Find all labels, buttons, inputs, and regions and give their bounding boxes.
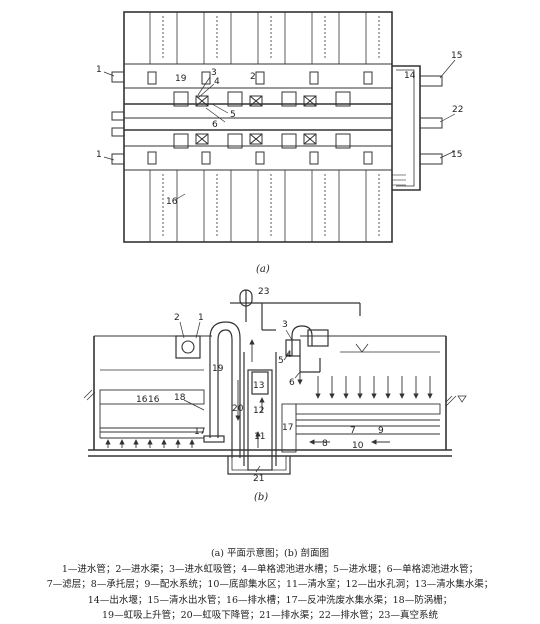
ground-marks — [83, 389, 467, 407]
section-label-16a: 16 — [136, 395, 148, 405]
section-label-18: 18 — [174, 393, 186, 403]
outlet-weir-channel — [392, 65, 421, 191]
inlet-pipe-circle — [181, 340, 195, 354]
inlet-channel-box — [175, 335, 201, 359]
legend-line-3: 14—出水堰；15—清水出水管；16—排水槽；17—反冲洗废水集水渠；18—防涡… — [87, 594, 453, 606]
section-label-10: 10 — [352, 441, 364, 451]
section-label-21: 21 — [253, 474, 264, 484]
section-label-20: 20 — [232, 404, 244, 414]
plan-label-1b: 1 — [96, 150, 102, 160]
plan-label-3: 3 — [211, 68, 217, 78]
plan-label-22: 22 — [452, 105, 463, 115]
section-label-17a: 17 — [194, 427, 205, 437]
plan-leaders — [103, 59, 456, 201]
legend-line-1: 1—进水管；2—进水渠；3—进水虹吸管；4—单格滤池进水槽；5—进水堰；6—单格… — [61, 563, 479, 575]
plan-label-2: 2 — [250, 72, 256, 82]
inlet-pipes — [111, 71, 125, 165]
plan-label-6: 6 — [212, 120, 218, 130]
siphon-pipes — [203, 290, 361, 458]
inlet-siphon-assembly — [285, 325, 329, 373]
section-label-11: 11 — [254, 432, 265, 442]
vacuum-tank — [239, 289, 253, 307]
section-label-6: 6 — [289, 378, 295, 388]
plan-label-4: 4 — [214, 77, 220, 87]
section-label-8: 8 — [322, 439, 328, 449]
caption-title: (a) 平面示意图；(b) 剖面图 — [210, 548, 330, 559]
legend-line-2: 7—滤层；8—承托层；9—配水系统；10—底部集水区；11—清水室；12—出水孔… — [46, 579, 494, 590]
siphon-units-row2 — [147, 133, 373, 165]
section-label-17b: 17 — [282, 423, 293, 433]
upper-filter-bank — [149, 12, 380, 64]
plan-label-16: 16 — [166, 197, 178, 207]
section-label-9: 9 — [378, 426, 384, 436]
left-filter-cell — [99, 389, 205, 439]
section-label-16b: 16 — [148, 395, 160, 405]
section-label-3: 3 — [282, 320, 288, 330]
central-structure — [227, 352, 291, 475]
section-view — [83, 289, 467, 475]
plan-label-19: 19 — [175, 74, 187, 84]
plan-label-1a: 1 — [96, 65, 102, 75]
figure-caption: (a) 平面示意图；(b) 剖面图 1—进水管；2—进水渠；3—进水虹吸管；4—… — [0, 546, 540, 624]
lower-filter-bank — [149, 170, 380, 242]
plan-view — [111, 11, 443, 243]
flow-arrows — [105, 339, 433, 448]
section-label-1: 1 — [198, 313, 204, 323]
plan-label-14: 14 — [404, 71, 416, 81]
section-figure-label: (b) — [254, 492, 268, 503]
plan-figure-label: (a) — [256, 264, 270, 275]
outlet-pipes — [419, 75, 443, 165]
plan-label-15b: 15 — [451, 150, 462, 160]
section-label-4: 4 — [286, 350, 292, 360]
section-leaders — [179, 321, 301, 473]
filter-diagram: 1 1 19 3 4 2 5 6 14 15 22 15 16 (a) — [83, 11, 467, 503]
plan-label-15a: 15 — [451, 51, 462, 61]
plan-label-5: 5 — [230, 110, 236, 120]
right-filter-cell — [281, 403, 441, 453]
legend-line-4: 19—虹吸上升管；20—虹吸下降管；21—排水渠；22—排水管；23—真空系统 — [102, 610, 438, 621]
section-label-7: 7 — [350, 426, 356, 436]
section-label-23: 23 — [258, 287, 269, 297]
section-label-5: 5 — [278, 356, 284, 366]
section-label-19: 19 — [212, 364, 224, 374]
section-label-13: 13 — [253, 381, 264, 391]
section-label-12: 12 — [253, 406, 264, 416]
section-label-2: 2 — [174, 313, 180, 323]
